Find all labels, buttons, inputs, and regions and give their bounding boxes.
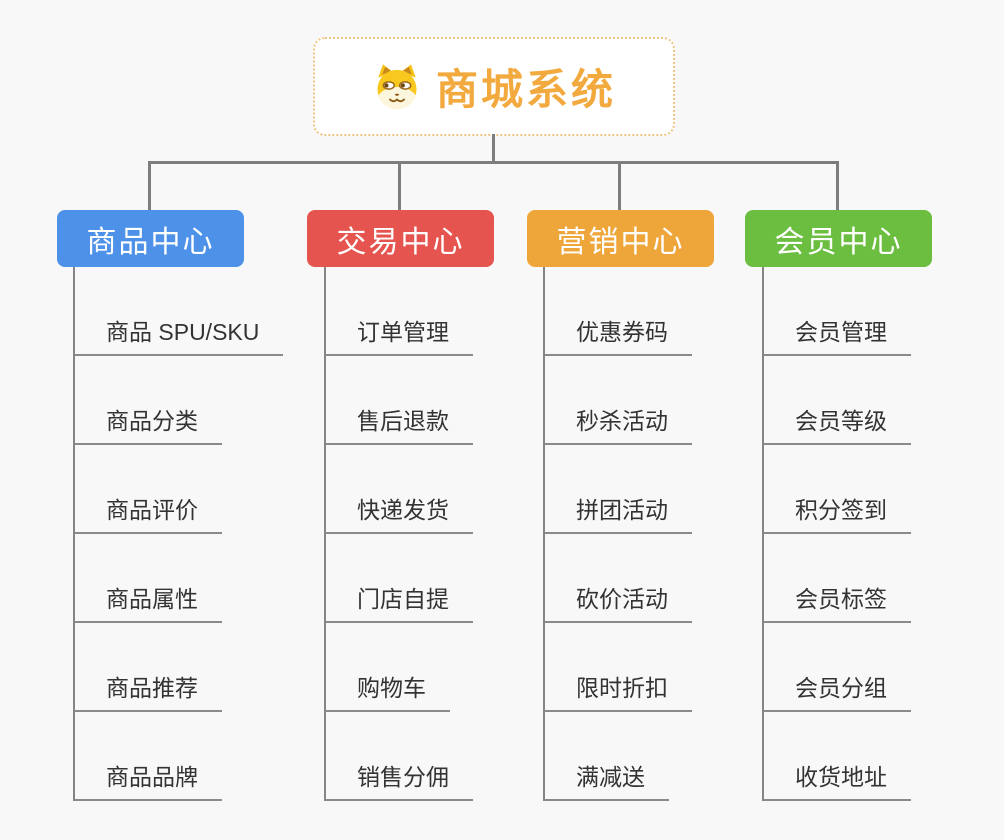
dog-icon bbox=[377, 63, 417, 109]
branch-label: 交易中心 bbox=[336, 225, 465, 259]
child-node[interactable]: 商品推荐 bbox=[73, 623, 222, 712]
child-node[interactable]: 会员分组 bbox=[762, 623, 911, 712]
child-node[interactable]: 门店自提 bbox=[324, 534, 473, 623]
branch-node-member-center[interactable]: 会员中心 bbox=[745, 210, 932, 267]
child-node[interactable]: 砍价活动 bbox=[543, 534, 692, 623]
child-node[interactable]: 积分签到 bbox=[762, 445, 911, 534]
connector-root-drop bbox=[492, 134, 495, 164]
branch-label: 营销中心 bbox=[556, 225, 685, 259]
child-node[interactable]: 优惠券码 bbox=[543, 267, 692, 356]
child-node[interactable]: 满减送 bbox=[543, 712, 669, 801]
child-node[interactable]: 订单管理 bbox=[324, 267, 473, 356]
branch-label: 商品中心 bbox=[86, 225, 215, 259]
root-node[interactable]: 商城系统 bbox=[313, 37, 675, 136]
branch-children-product: 商品 SPU/SKU 商品分类 商品评价 商品属性 商品推荐 商品品牌 bbox=[73, 267, 284, 801]
child-node[interactable]: 会员标签 bbox=[762, 534, 911, 623]
connector-drop-marketing bbox=[618, 161, 621, 211]
child-node[interactable]: 收货地址 bbox=[762, 712, 911, 801]
branch-children-member: 会员管理 会员等级 积分签到 会员标签 会员分组 收货地址 bbox=[762, 267, 911, 801]
child-node[interactable]: 商品品牌 bbox=[73, 712, 222, 801]
connector-drop-product bbox=[148, 161, 151, 211]
child-node[interactable]: 限时折扣 bbox=[543, 623, 692, 712]
child-node[interactable]: 会员管理 bbox=[762, 267, 911, 356]
child-node[interactable]: 秒杀活动 bbox=[543, 356, 692, 445]
child-node[interactable]: 商品 SPU/SKU bbox=[73, 267, 284, 356]
child-node[interactable]: 快递发货 bbox=[324, 445, 473, 534]
root-title: 商城系统 bbox=[435, 66, 616, 113]
child-node[interactable]: 会员等级 bbox=[762, 356, 911, 445]
child-node[interactable]: 销售分佣 bbox=[324, 712, 473, 801]
branch-node-trade-center[interactable]: 交易中心 bbox=[307, 210, 494, 267]
child-node[interactable]: 商品分类 bbox=[73, 356, 222, 445]
child-node[interactable]: 商品评价 bbox=[73, 445, 222, 534]
connector-rail bbox=[148, 161, 839, 164]
child-node[interactable]: 购物车 bbox=[324, 623, 450, 712]
branch-label: 会员中心 bbox=[774, 225, 903, 259]
child-node[interactable]: 拼团活动 bbox=[543, 445, 692, 534]
branch-children-marketing: 优惠券码 秒杀活动 拼团活动 砍价活动 限时折扣 满减送 bbox=[543, 267, 692, 801]
branch-children-trade: 订单管理 售后退款 快递发货 门店自提 购物车 销售分佣 bbox=[324, 267, 473, 801]
connector-drop-trade bbox=[398, 161, 401, 211]
child-node[interactable]: 售后退款 bbox=[324, 356, 473, 445]
branch-node-marketing-center[interactable]: 营销中心 bbox=[527, 210, 714, 267]
connector-drop-member bbox=[836, 161, 839, 211]
branch-node-product-center[interactable]: 商品中心 bbox=[57, 210, 244, 267]
child-node[interactable]: 商品属性 bbox=[73, 534, 222, 623]
